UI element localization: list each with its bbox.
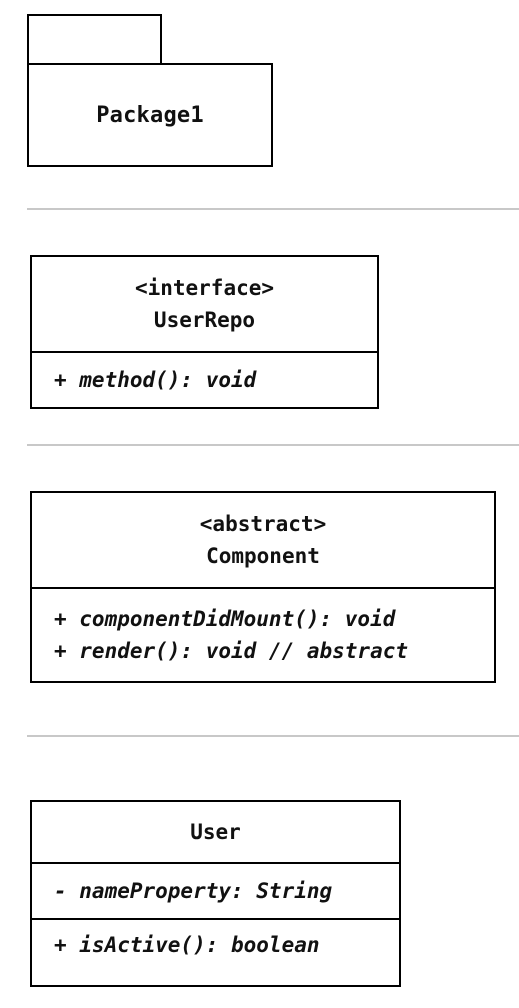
methods-compartment: + isActive(): boolean bbox=[32, 920, 399, 985]
class-name: Component bbox=[206, 544, 320, 568]
methods-compartment: + componentDidMount(): void + render(): … bbox=[32, 589, 494, 681]
package-name: Package1 bbox=[96, 102, 204, 128]
method-item: + isActive(): boolean bbox=[54, 933, 320, 957]
abstract-class-box[interactable]: <abstract> Component + componentDidMount… bbox=[30, 491, 496, 683]
package-box[interactable]: Package1 bbox=[27, 63, 273, 167]
method-item: + render(): void // abstract bbox=[54, 639, 409, 663]
class-stereotype: <interface> bbox=[134, 276, 275, 300]
section-divider bbox=[27, 208, 519, 210]
class-header: <abstract> Component bbox=[32, 493, 494, 589]
section-divider bbox=[27, 444, 519, 446]
methods-compartment: + method(): void bbox=[32, 353, 377, 407]
attributes-compartment: - nameProperty: String bbox=[32, 864, 399, 920]
attribute-item: - nameProperty: String bbox=[54, 879, 333, 903]
method-item: + method(): void bbox=[54, 368, 257, 392]
package-tab bbox=[27, 14, 162, 65]
class-stereotype: <abstract> bbox=[199, 512, 327, 536]
class-header: User bbox=[32, 802, 399, 864]
user-class-box[interactable]: User - nameProperty: String + isActive()… bbox=[30, 800, 401, 987]
section-divider bbox=[27, 735, 519, 737]
method-item: + componentDidMount(): void bbox=[54, 607, 396, 631]
class-header: <interface> UserRepo bbox=[32, 257, 377, 353]
interface-class-box[interactable]: <interface> UserRepo + method(): void bbox=[30, 255, 379, 409]
class-name: UserRepo bbox=[153, 308, 256, 332]
class-name: User bbox=[190, 820, 241, 844]
